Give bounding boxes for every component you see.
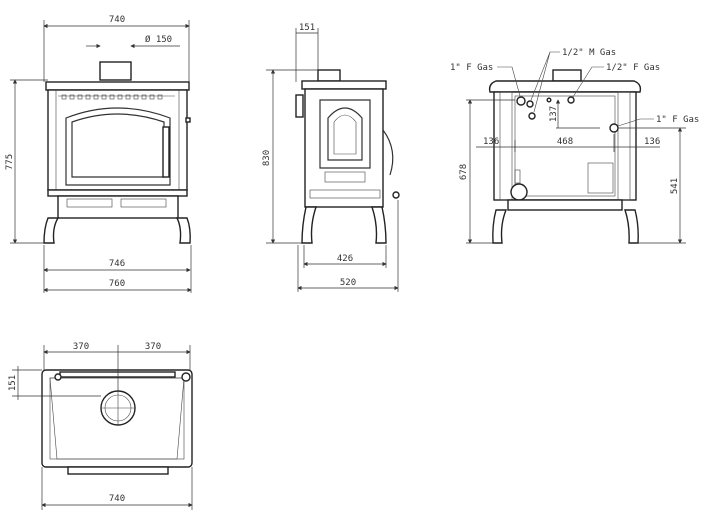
door-handle — [185, 117, 191, 123]
dim-flue-diameter: Ø 150 — [145, 34, 172, 45]
leg-front — [301, 206, 317, 244]
door-hinge — [162, 126, 170, 178]
rear-view: 1" F Gas 1/2" M Gas 1/2" F Gas 1" F Gas … — [450, 48, 699, 244]
dim-front-width-top: 740 — [109, 15, 125, 25]
dim-top-flue-offset: 151 — [8, 375, 18, 391]
leg-right — [175, 217, 191, 244]
gas-inlet-half-m-a — [526, 100, 534, 108]
label-1in-f-gas-right: 1" F Gas — [656, 115, 699, 125]
door-frame — [65, 107, 171, 186]
dim-top-half-right: 370 — [145, 342, 161, 352]
rear-body — [493, 91, 637, 201]
dim-front-width-legs: 746 — [109, 259, 125, 269]
decorative-vents — [61, 94, 163, 100]
label-half-m-gas: 1/2" M Gas — [562, 48, 616, 58]
leg-left — [43, 217, 60, 244]
ash-drawer — [57, 195, 179, 219]
label-1in-f-gas-left: 1" F Gas — [450, 63, 493, 73]
dim-rear-height-right: 541 — [670, 178, 680, 194]
front-view: 740 Ø 150 775 746 760 — [5, 15, 192, 293]
gas-inlet-half-m-b — [528, 112, 536, 120]
gas-inlet-half-f — [567, 96, 575, 104]
dim-rear-offset-left: 136 — [483, 137, 499, 147]
side-view: 151 830 426 520 — [262, 23, 400, 292]
dim-side-depth-legs: 426 — [337, 254, 353, 264]
flue-collar — [99, 61, 132, 81]
dim-side-flue-offset: 151 — [299, 23, 315, 33]
dim-side-depth-total: 520 — [340, 278, 356, 288]
leg-right — [624, 209, 639, 244]
dim-top-width: 740 — [109, 494, 125, 504]
side-handle — [295, 94, 304, 118]
dim-top-half-left: 370 — [73, 342, 89, 352]
rating-plate — [587, 162, 614, 194]
top-plate — [45, 81, 190, 91]
flue-collar — [552, 69, 582, 82]
side-panel-arch — [327, 107, 363, 161]
dim-rear-offset-right: 136 — [644, 137, 660, 147]
leg-back — [371, 206, 387, 244]
leg-left — [492, 209, 508, 244]
dim-rear-center-span: 468 — [557, 137, 573, 147]
dim-side-height: 830 — [262, 150, 272, 166]
gas-inlet-1in-left — [516, 96, 526, 106]
flue-collar — [317, 69, 341, 82]
door-glass — [71, 113, 165, 178]
side-door-handle — [382, 129, 394, 176]
dim-rear-vertical-offset: 137 — [549, 106, 559, 122]
gas-inlet-1in-right — [609, 123, 619, 133]
top-view: 370 370 151 740 — [8, 342, 193, 510]
dim-front-height: 775 — [5, 154, 15, 170]
front-edge — [67, 466, 169, 475]
side-body — [304, 88, 384, 208]
dim-front-width-total: 760 — [109, 279, 125, 289]
dim-rear-height-left: 678 — [459, 164, 469, 180]
label-half-f-gas: 1/2" F Gas — [606, 63, 660, 73]
